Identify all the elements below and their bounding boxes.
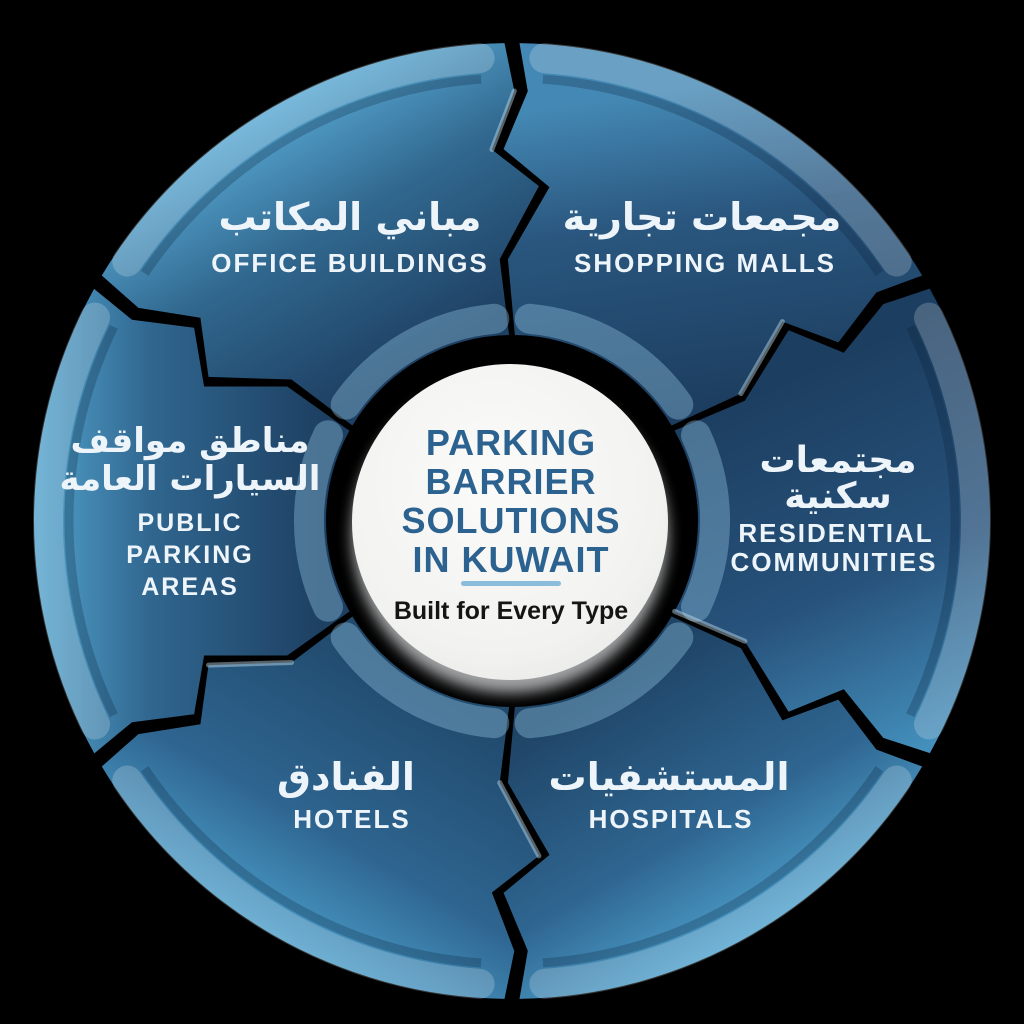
sector-hotels: الفنادق HOTELS	[101, 616, 539, 999]
office-buildings-label-en: OFFICE BUILDINGS	[211, 248, 489, 278]
public-parking-areas-shape	[33, 288, 350, 754]
office-buildings-label-ar: مباني المكاتب	[219, 195, 482, 239]
sector-residential-communities: مجتمعات سكنية RESIDENTIAL COMMUNITIES	[674, 288, 991, 754]
residential-communities-label-ar-line1: مجتمعات	[759, 440, 916, 481]
shopping-malls-inner-rim	[514, 303, 694, 420]
office-buildings-step-shadow	[140, 74, 482, 276]
center-title-line3: SOLUTIONS	[401, 500, 620, 541]
public-parking-areas-label-en-line3: AREAS	[141, 573, 239, 601]
center-disc	[352, 364, 668, 680]
center-title-line2: BARRIER	[425, 461, 596, 502]
sector-public-parking-areas: مناطق مواقف السيارات العامة PUBLIC PARKI…	[33, 288, 350, 754]
public-parking-areas-label-en-line2: PARKING	[126, 541, 253, 569]
public-parking-areas-label-ar-line1: مناطق مواقف	[71, 421, 310, 461]
office-buildings-shape	[101, 43, 539, 426]
shopping-malls-outer-highlight	[529, 43, 912, 277]
residential-communities-inner-rim	[681, 420, 730, 622]
public-parking-areas-inner-rim	[294, 420, 343, 622]
residential-communities-shape	[674, 288, 991, 754]
sector-hospitals: المستشفيات HOSPITALS	[503, 616, 923, 999]
public-parking-areas-label-ar-line2: السيارات العامة	[60, 459, 321, 499]
center-subtitle: Built for Every Type	[394, 597, 628, 625]
public-parking-areas-outer-highlight	[33, 302, 110, 740]
hospitals-outer-highlight	[529, 765, 912, 999]
public-parking-areas-step-shadow	[64, 324, 118, 718]
hotels-label-en: HOTELS	[293, 804, 410, 834]
office-buildings-outer-highlight	[112, 43, 495, 277]
sector-shopping-malls: مجمعات تجارية SHOPPING MALLS	[503, 43, 923, 426]
center-badge: PARKING BARRIER SOLUTIONS IN KUWAIT Buil…	[352, 364, 668, 693]
residential-communities-outer-highlight	[914, 302, 991, 740]
hotels-outer-highlight	[112, 765, 495, 999]
accent-bottom-cut	[497, 780, 542, 859]
accent-lower-left-cut	[206, 660, 294, 668]
accent-top-cut	[489, 88, 517, 152]
accent-upper-right-cut	[738, 319, 785, 397]
hospitals-label-ar: المستشفيات	[549, 755, 790, 799]
hospitals-label-en: HOSPITALS	[589, 804, 754, 834]
hospitals-step-shadow	[542, 766, 884, 968]
hotels-inner-rim	[330, 622, 510, 739]
hotels-shape	[101, 616, 539, 999]
office-buildings-inner-rim	[330, 303, 510, 420]
hotels-label-ar: الفنادق	[277, 755, 415, 799]
accent-lower-right-cut	[672, 608, 748, 644]
center-title-line4: IN KUWAIT	[413, 539, 610, 580]
shopping-malls-label-ar: مجمعات تجارية	[563, 195, 842, 239]
hotels-step-shadow	[140, 766, 482, 968]
residential-communities-label-en-line2: COMMUNITIES	[731, 547, 938, 577]
public-parking-areas-label-en-line1: PUBLIC	[137, 509, 242, 537]
center-title-line1: PARKING	[426, 422, 596, 463]
cut-edge-accents	[206, 88, 785, 859]
hospitals-inner-rim	[514, 622, 694, 739]
residential-communities-label-ar-line2: سكنية	[784, 476, 892, 517]
residential-communities-step-shadow	[906, 324, 960, 718]
shopping-malls-shape	[503, 43, 923, 426]
center-underline	[461, 581, 561, 586]
shopping-malls-step-shadow	[542, 74, 884, 276]
shopping-malls-label-en: SHOPPING MALLS	[574, 248, 836, 278]
hospitals-shape	[503, 616, 923, 999]
residential-communities-label-en-line1: RESIDENTIAL	[738, 518, 933, 548]
sector-office-buildings: مباني المكاتب OFFICE BUILDINGS	[101, 43, 539, 426]
